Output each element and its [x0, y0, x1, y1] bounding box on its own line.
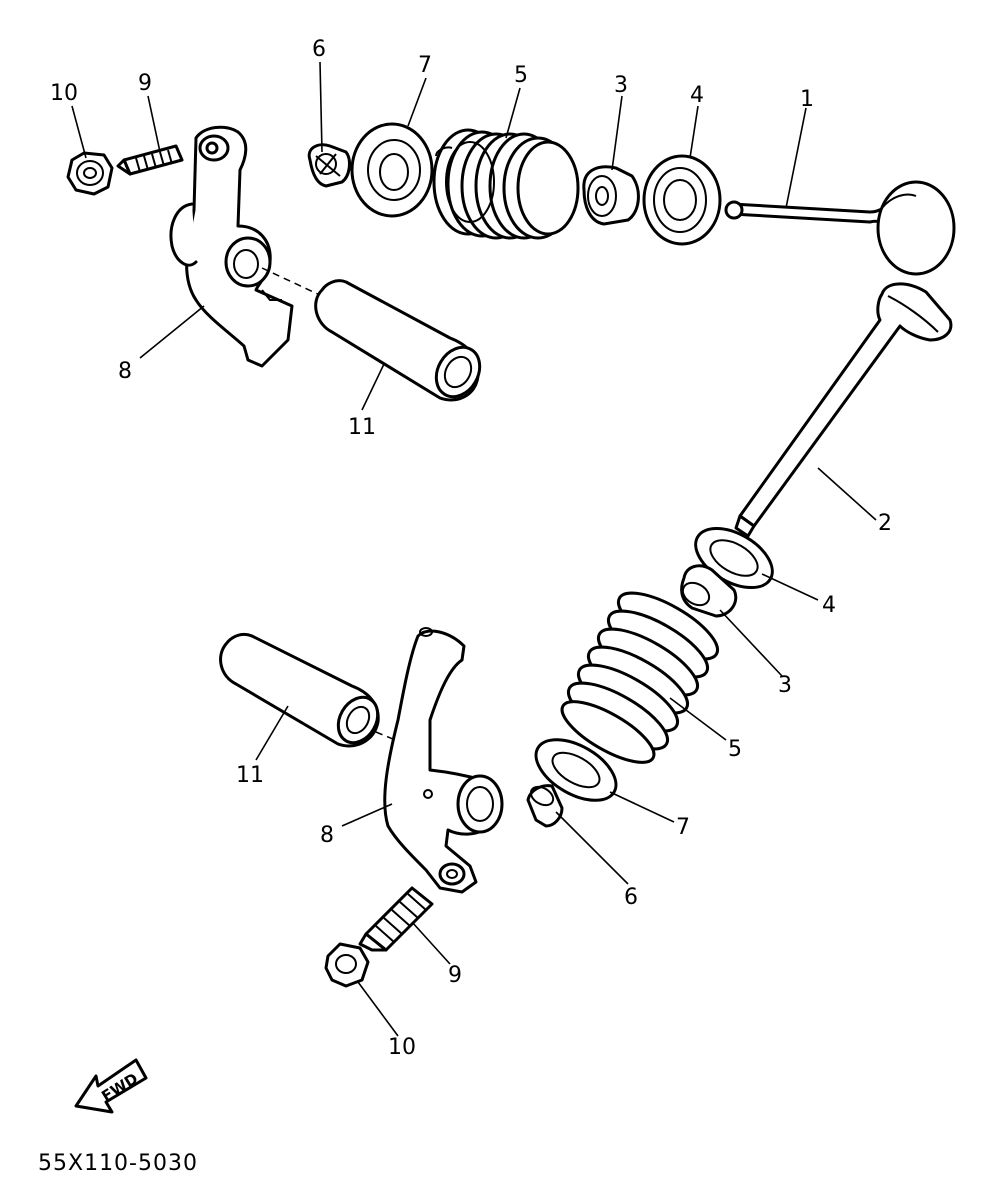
callout-11-top: 11	[348, 415, 376, 440]
rocker-shaft-top	[314, 279, 482, 402]
callout-8-lower: 8	[320, 823, 334, 848]
callout-9-lower: 9	[448, 963, 462, 988]
callout-6-top: 6	[312, 37, 326, 62]
callout-11-lower: 11	[236, 763, 264, 788]
intake-valve	[724, 180, 956, 276]
rocker-shaft-lower	[219, 632, 380, 748]
callout-10-lower: 10	[388, 1035, 416, 1060]
adjusting-screw-lower	[358, 886, 434, 952]
alignment-line-lower	[375, 731, 401, 743]
callout-8-top: 8	[118, 359, 132, 384]
valve-cotter-top	[307, 143, 351, 188]
diagram-code: 55X110-5030	[38, 1151, 198, 1176]
valve-spring-lower	[560, 591, 720, 764]
valve-spring-top	[432, 128, 580, 240]
leader-lines	[71, 61, 877, 1037]
callout-7-top: 7	[418, 53, 432, 78]
valve-cotter-lower	[526, 784, 564, 828]
lock-nut-top	[66, 151, 114, 196]
valve-stem-seal-lower	[680, 564, 738, 618]
callout-5-top: 5	[514, 63, 528, 88]
adjusting-screw-top	[116, 144, 184, 176]
valve-spring-seat-top	[642, 154, 722, 246]
callout-9-top: 9	[138, 71, 152, 96]
callout-6-lower: 6	[624, 885, 638, 910]
callout-10-top: 10	[50, 81, 78, 106]
callout-3-lower: 3	[778, 673, 792, 698]
valve-stem-seal-top	[582, 165, 640, 226]
callout-3-top: 3	[614, 73, 628, 98]
alignment-line-top	[261, 267, 323, 297]
spring-seat-lower	[534, 738, 618, 802]
callout-2: 2	[878, 511, 892, 536]
callout-4-top: 4	[690, 83, 704, 108]
lock-nut-lower	[324, 942, 370, 988]
exhaust-valve	[734, 282, 953, 538]
callout-4-lower: 4	[822, 593, 836, 618]
callout-7-lower: 7	[676, 815, 690, 840]
rocker-arm-top	[169, 125, 294, 368]
spring-seat-top	[350, 122, 434, 218]
callout-1: 1	[800, 87, 814, 112]
callout-5-lower: 5	[728, 737, 742, 762]
fwd-arrow-icon: FWD	[74, 1058, 148, 1114]
rocker-arm-lower	[383, 627, 504, 894]
